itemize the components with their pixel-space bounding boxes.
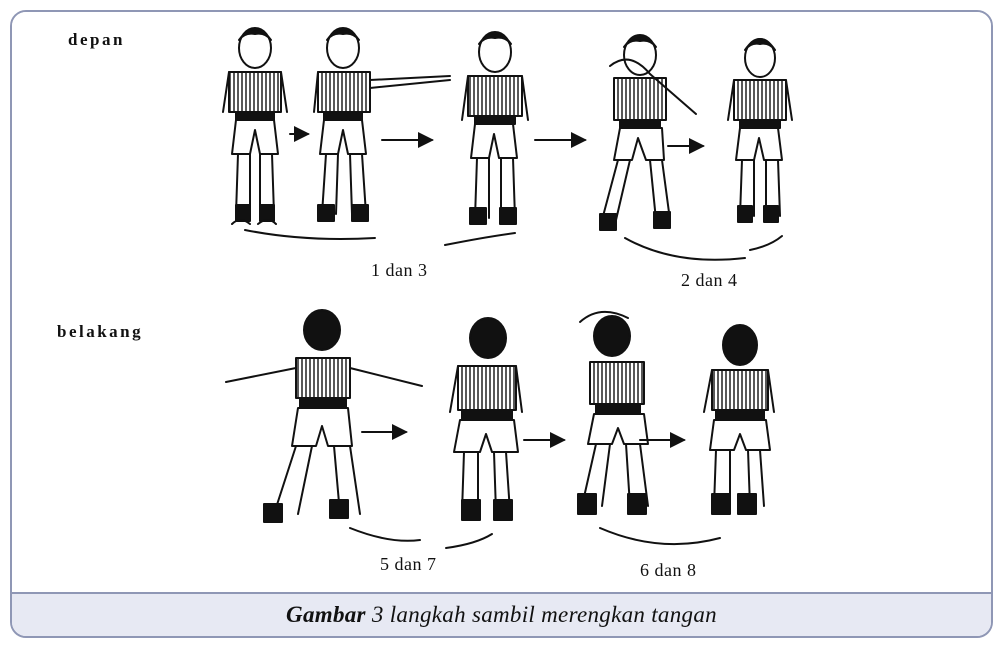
back-figure-3 [578,312,648,514]
front-figure-5 [728,39,792,222]
figure-caption: Gambar 3 langkah sambil merengkan tangan [286,602,717,628]
back-view-label: belakang [57,322,143,342]
caption-text: 3 langkah sambil merengkan tangan [366,602,717,627]
step-label-6-8: 6 dan 8 [640,560,697,581]
step-label-1-3: 1 dan 3 [371,260,428,281]
back-figure-2 [450,318,522,520]
back-figure-1 [226,310,422,522]
front-figure-3 [462,32,528,224]
front-view-label: depan [68,30,125,50]
caption-bar: Gambar 3 langkah sambil merengkan tangan [12,594,991,636]
front-figure-4 [600,35,696,230]
step-label-5-7: 5 dan 7 [380,554,437,575]
caption-figure-word: Gambar [286,602,366,627]
front-figure-2 [314,28,450,221]
back-figure-4 [704,325,774,514]
front-figure-1 [223,28,287,224]
step-label-2-4: 2 dan 4 [681,270,738,291]
